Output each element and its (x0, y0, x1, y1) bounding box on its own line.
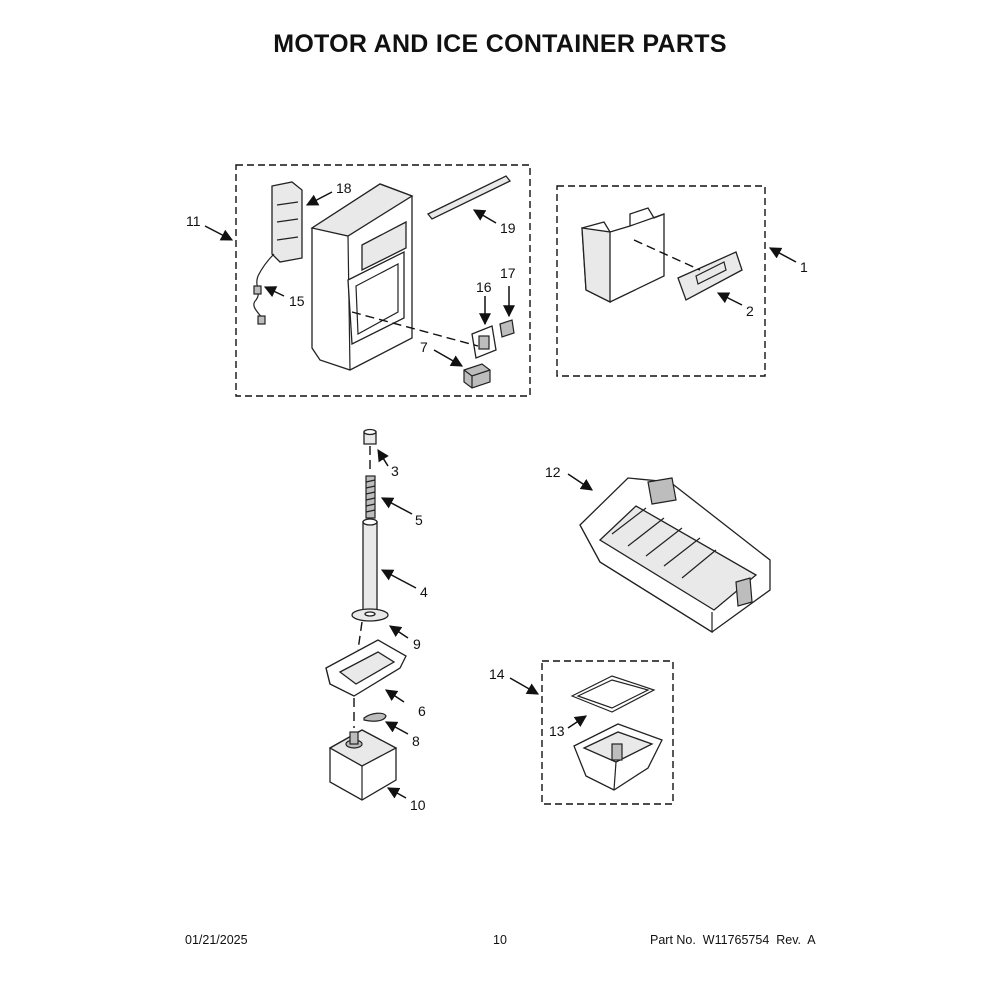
part-15-wire-harness (253, 253, 275, 325)
leader-4 (380, 569, 417, 589)
page-title: MOTOR AND ICE CONTAINER PARTS (273, 30, 727, 58)
part-1-bin (581, 207, 665, 304)
leader-8 (384, 721, 409, 735)
leader-7 (433, 349, 464, 367)
footer-part-number: Part No. W11765754 Rev. A (650, 933, 816, 947)
callout-16: 16 (476, 279, 492, 295)
leader-12 (567, 473, 593, 491)
part-6-base-plate (325, 639, 407, 697)
callout-8: 8 (412, 733, 420, 749)
callout-10: 10 (410, 797, 426, 813)
callout-2: 2 (746, 303, 754, 319)
leader-9 (389, 625, 409, 639)
callout-3: 3 (391, 463, 399, 479)
part-7-switch (463, 363, 491, 389)
leader-2 (716, 292, 743, 306)
leader-3 (377, 448, 389, 467)
assembly-box-11 (235, 164, 531, 397)
part-4-shaft (362, 518, 378, 613)
callout-4: 4 (420, 584, 428, 600)
part-8-gasket (363, 712, 387, 722)
assembly-box-14 (541, 660, 674, 805)
leader-1 (768, 247, 797, 263)
callout-17: 17 (500, 265, 516, 281)
part-13-gasket (570, 675, 656, 713)
part-19-rod (426, 175, 512, 220)
leader-13 (567, 715, 587, 729)
callout-19: 19 (500, 220, 516, 236)
part-14-tray (573, 723, 663, 791)
callout-14: 14 (489, 666, 505, 682)
callout-6: 6 (418, 703, 426, 719)
leader-18 (305, 191, 333, 206)
part-18-panel (271, 181, 303, 263)
callout-9: 9 (413, 636, 421, 652)
leader-6 (385, 689, 405, 703)
part-11-housing (310, 183, 414, 371)
callout-1: 1 (800, 259, 808, 275)
part-10-motor (328, 729, 398, 801)
part-16-bracket (471, 325, 497, 359)
assembly-line-16 (351, 311, 479, 347)
part-5-spring (365, 475, 376, 519)
part-9-washer (351, 608, 389, 622)
assembly-line-9 (357, 621, 363, 651)
footer-page-number: 10 (493, 933, 507, 947)
callout-18: 18 (336, 180, 352, 196)
footer-date: 01/21/2025 (185, 933, 248, 947)
assembly-box-1 (556, 185, 766, 377)
leader-5 (380, 497, 413, 515)
callout-11: 11 (186, 213, 201, 229)
callout-5: 5 (415, 512, 423, 528)
leader-14 (509, 677, 540, 695)
callout-13: 13 (549, 723, 565, 739)
part-3-cap (363, 428, 377, 445)
callout-7: 7 (420, 339, 428, 355)
callout-15: 15 (289, 293, 305, 309)
callout-12: 12 (545, 464, 561, 480)
leader-10 (386, 787, 407, 799)
part-17-clip (499, 319, 515, 338)
part-2-bracket (677, 251, 743, 301)
leader-19 (472, 209, 497, 224)
part-12-ice-maker (579, 477, 771, 634)
leader-15 (263, 286, 285, 298)
leader-11 (204, 225, 234, 241)
assembly-line-2 (633, 239, 701, 271)
